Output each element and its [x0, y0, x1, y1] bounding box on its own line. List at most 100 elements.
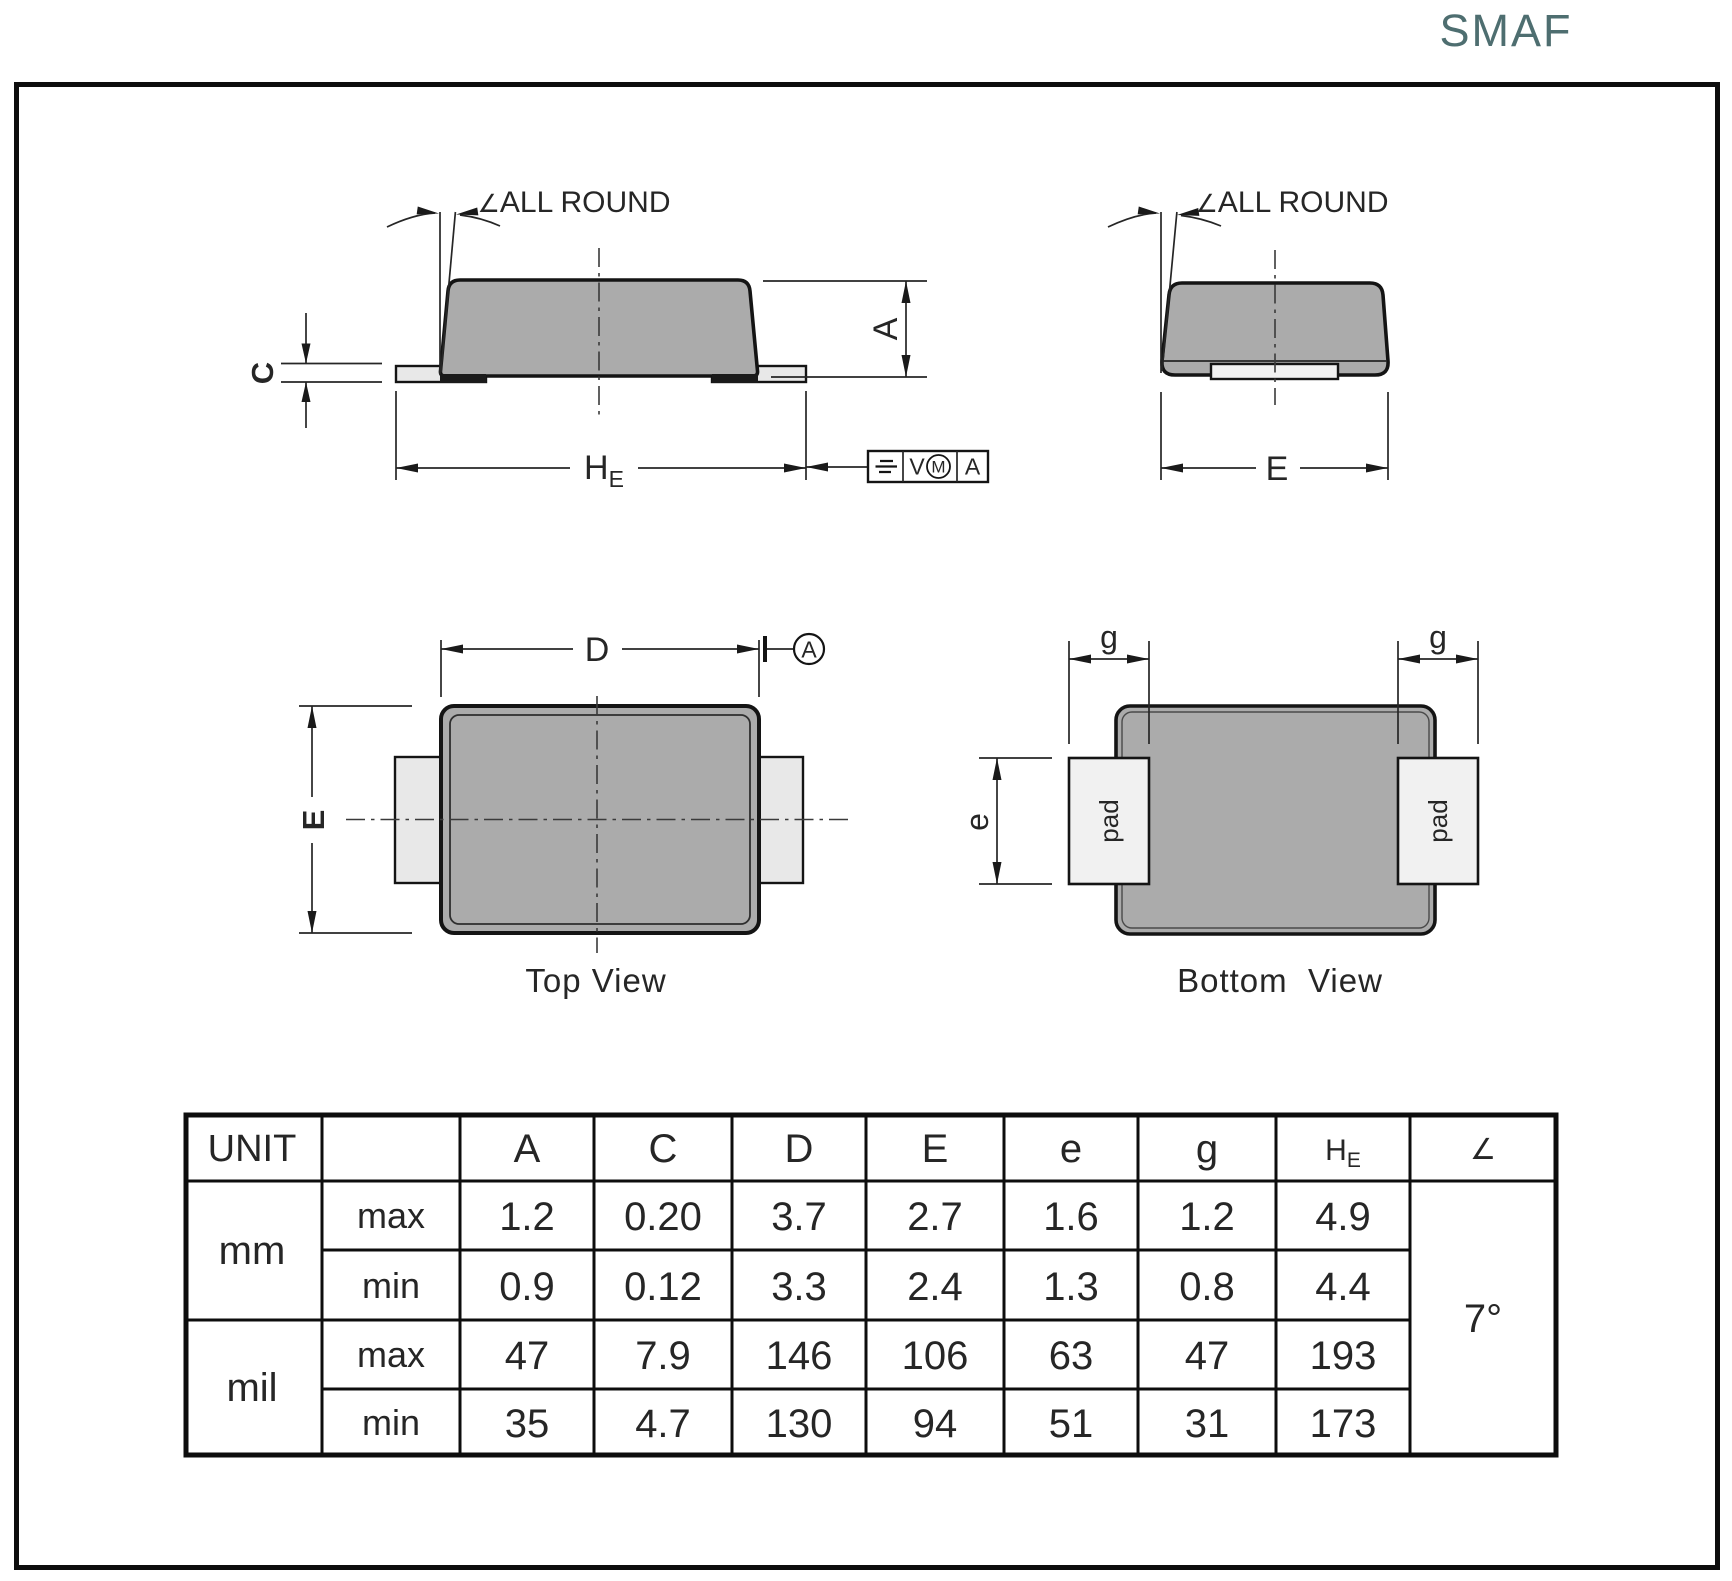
table-header-e-cap: E [922, 1127, 949, 1171]
table-cell: 47 [1185, 1334, 1230, 1378]
end-draft-arrow-left [1137, 206, 1160, 215]
table-header-a: A [514, 1127, 541, 1171]
fcf-datum-label: A [965, 454, 981, 480]
angle-icon: ∠ [477, 190, 499, 218]
bottom-dim-gl-arrow-right [1127, 654, 1149, 664]
table-angle-value: 7° [1464, 1297, 1502, 1341]
side-dim-c-arrow-top [301, 343, 311, 364]
fcf-modifier-label: M [931, 458, 945, 477]
table-cell: 3.7 [771, 1195, 827, 1239]
table-bound-1: min [362, 1265, 420, 1306]
side-dim-c-label: C [245, 362, 280, 384]
table-cell: 63 [1049, 1334, 1094, 1378]
table-unit-mm: mm [219, 1229, 286, 1273]
side-datum-leader-arrow [806, 462, 828, 472]
table-cell: 51 [1049, 1402, 1094, 1446]
table-cell: 193 [1310, 1334, 1377, 1378]
top-dim-e-arrow-bottom [307, 911, 317, 933]
table-cell: 173 [1310, 1402, 1377, 1446]
end-draft-arc-right [1180, 214, 1222, 227]
bottom-dim-e-arrow-bottom [992, 862, 1002, 884]
sheet-border [14, 82, 1720, 1570]
table-header-he: HE [1325, 1134, 1361, 1172]
table-header-d: D [785, 1127, 814, 1171]
top-dim-e-arrow-top [307, 706, 317, 728]
top-view-caption: Top View [525, 962, 666, 999]
end-draft-slant-line [1161, 211, 1178, 372]
symmetry-icon [875, 459, 897, 474]
top-dim-d-arrow-left [441, 644, 463, 654]
table-bound-0: max [357, 1195, 425, 1236]
side-draft-arrow-left [416, 206, 439, 215]
bottom-dim-gr-arrow-right [1456, 654, 1478, 664]
table-cell: 4.7 [635, 1402, 691, 1446]
side-view: ∠ALL ROUND C A HE V [245, 186, 990, 492]
table-unit-mil: mil [226, 1366, 277, 1410]
bottom-pad-right-label: pad [1423, 799, 1453, 842]
side-draft-arrow-right [456, 207, 479, 216]
page-title: SMAF [1439, 5, 1572, 56]
table-cell: 35 [505, 1402, 550, 1446]
table-header-e-low: e [1060, 1127, 1082, 1171]
table-header-c: C [649, 1127, 678, 1171]
bottom-dim-e-label: e [959, 813, 995, 831]
top-dim-d-label: D [585, 631, 610, 669]
end-dim-e-arrow-right [1366, 463, 1388, 473]
bottom-dim-gl-arrow-left [1069, 654, 1091, 664]
end-view: ∠ALL ROUND E [1107, 186, 1390, 488]
table-cell: 130 [766, 1402, 833, 1446]
table-cell: 146 [766, 1334, 833, 1378]
top-view: D A E Top View [296, 631, 852, 999]
table-cell: 2.7 [907, 1195, 963, 1239]
table-header-g: g [1196, 1127, 1218, 1171]
table-cell: 106 [902, 1334, 969, 1378]
top-datum-circle [792, 632, 826, 666]
table-bound-3: min [362, 1402, 420, 1443]
fcf-modifier-circle [926, 454, 951, 479]
table-cell: 0.20 [624, 1195, 702, 1239]
end-dim-e-label: E [1266, 450, 1289, 488]
bottom-pad-right [1396, 756, 1480, 886]
side-angle-label: ∠ALL ROUND [477, 186, 670, 219]
table-cell: 1.2 [1179, 1195, 1235, 1239]
table-cell: 7.9 [635, 1334, 691, 1378]
table-vertical-lines [320, 1115, 1412, 1455]
bottom-dim-gr-label: g [1429, 619, 1447, 655]
table-cell: 0.8 [1179, 1265, 1235, 1309]
bottom-body [1114, 704, 1437, 936]
side-draft-arc-right [459, 214, 501, 227]
table-cell: 31 [1185, 1402, 1230, 1446]
table-cell: 47 [505, 1334, 550, 1378]
table-cell: 1.3 [1043, 1265, 1099, 1309]
bottom-dim-gl-label: g [1100, 619, 1118, 655]
bottom-view: pad pad g g e Bottom View [959, 619, 1480, 999]
top-datum-label: A [801, 637, 817, 663]
table-cell: 1.2 [499, 1195, 555, 1239]
table-cell: 3.3 [771, 1265, 827, 1309]
table-cell: 94 [913, 1402, 958, 1446]
side-dim-a-arrow-top [901, 281, 911, 303]
table-cell: 4.9 [1315, 1195, 1371, 1239]
table-cell: 4.4 [1315, 1265, 1371, 1309]
side-dim-a-label: A [867, 317, 905, 340]
side-draft-slant-line [440, 211, 457, 373]
bottom-pad-left-label: pad [1094, 799, 1124, 842]
table-cell: 0.12 [624, 1265, 702, 1309]
end-angle-label: ∠ALL ROUND [1195, 186, 1388, 219]
bottom-dim-gr-arrow-left [1398, 654, 1420, 664]
table-header-unit: UNIT [208, 1128, 297, 1170]
side-dim-a-arrow-bottom [901, 355, 911, 377]
dimension-table: UNIT A C D E e g HE ∠ mm mil max min max… [183, 1112, 1559, 1458]
angle-icon: ∠ [1195, 190, 1217, 218]
top-dim-d-arrow-right [737, 644, 759, 654]
table-header-angle: ∠ [1470, 1134, 1496, 1166]
bottom-dim-e-arrow-top [992, 758, 1002, 780]
side-foot-left [440, 374, 486, 383]
side-dim-he-label: HE [584, 449, 624, 492]
side-dim-he-arrow-left [396, 463, 418, 473]
table-cell: 0.9 [499, 1265, 555, 1309]
side-dim-he-arrow-right [784, 463, 806, 473]
feature-control-frame: V M A [866, 449, 990, 484]
side-draft-arc-left [386, 212, 436, 228]
